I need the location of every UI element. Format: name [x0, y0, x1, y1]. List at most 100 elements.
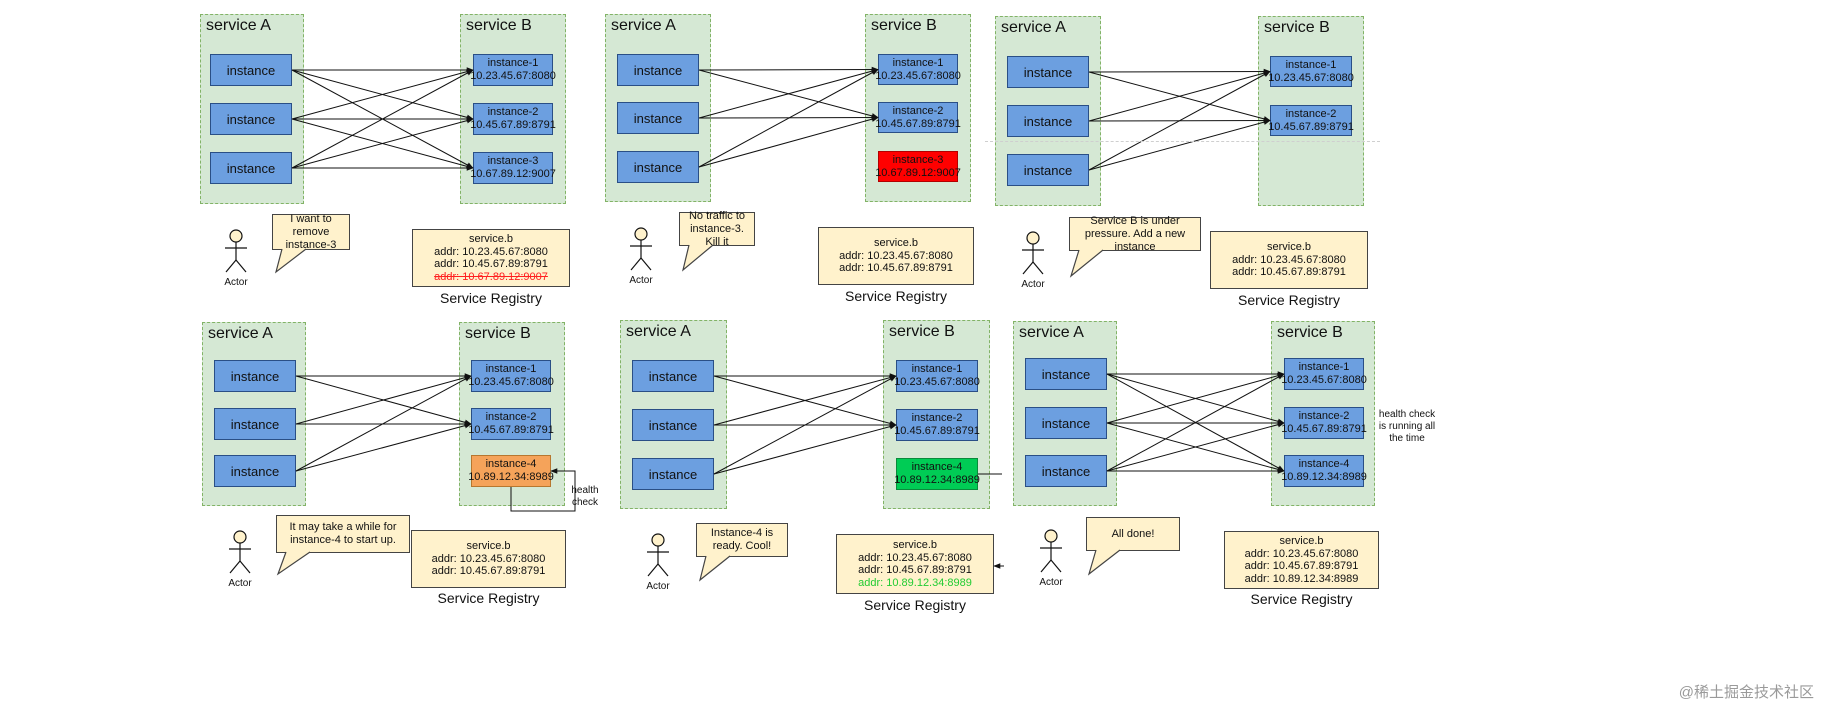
service-a-instance[interactable]: instance: [210, 54, 292, 86]
request-arrow: [1106, 373, 1285, 472]
instance-name: instance-2: [1298, 410, 1350, 422]
service-a-title: service A: [1019, 324, 1084, 341]
request-arrow: [1106, 372, 1285, 424]
request-arrow: [713, 375, 897, 475]
request-arrow: [1106, 421, 1285, 472]
registry-service-name: service.b: [1279, 535, 1324, 547]
actor-icon: [225, 229, 247, 273]
registry-entry: addr: 10.67.89.12:9007: [434, 270, 548, 283]
registry-service-name: service.b: [873, 237, 919, 250]
instance-name: instance-2: [487, 106, 539, 118]
service-registry-title: Service Registry: [440, 290, 542, 306]
instance-name: instance-3: [892, 153, 944, 166]
service-a-instance[interactable]: instance: [214, 360, 296, 392]
actor-label: Actor: [224, 277, 248, 288]
request-arrow: [1088, 70, 1271, 122]
service-a-instance[interactable]: instance: [1025, 407, 1107, 439]
speech-tail: [274, 248, 307, 274]
instance-address: 10.45.67.89:8791: [470, 119, 556, 131]
service-a-instance[interactable]: instance: [632, 458, 714, 490]
service-a-instance[interactable]: instance: [214, 408, 296, 440]
service-registry-title: Service Registry: [1250, 591, 1353, 607]
request-arrow: [295, 422, 472, 472]
registry-entry: addr: 10.89.12.34:8989: [1244, 572, 1359, 585]
request-arrow: [713, 374, 897, 426]
instance-address: 10.23.45.67:8080: [1268, 71, 1354, 84]
instance-address: 10.23.45.67:8080: [468, 376, 554, 388]
request-arrow: [698, 114, 879, 121]
health-check-note: health check is running all the time: [1378, 409, 1436, 444]
instance-address: 10.67.89.12:9007: [470, 168, 556, 180]
registry-entry: addr: 10.45.67.89:8791: [839, 262, 953, 275]
registry-entry: addr: 10.23.45.67:8080: [431, 552, 546, 565]
service-a-instance[interactable]: instance: [1007, 56, 1089, 88]
instance-name: instance-1: [1285, 58, 1337, 71]
actor-leg-right: [640, 257, 652, 271]
speech-tail: [698, 555, 731, 582]
service-a-instance[interactable]: instance: [632, 360, 714, 392]
registry-entry: addr: 10.45.67.89:8791: [431, 565, 546, 578]
request-arrow: [291, 68, 474, 120]
service-a-instance[interactable]: instance: [210, 152, 292, 184]
instance-name: instance-4: [485, 458, 537, 470]
request-arrow: [291, 117, 474, 169]
service-a-instance[interactable]: instance: [214, 455, 296, 487]
request-arrow: [698, 69, 879, 168]
actor-leg-left: [647, 563, 659, 577]
service-a-instance[interactable]: instance: [1007, 154, 1089, 186]
service-a-instance[interactable]: instance: [1007, 105, 1089, 137]
registry-service-name: service.b: [1266, 241, 1312, 254]
request-arrow: [713, 375, 897, 427]
service-a-instance[interactable]: instance: [1025, 358, 1107, 390]
service-b-title: service B: [466, 17, 532, 34]
registry-service-name: service.b: [466, 540, 511, 553]
instance-name: instance-3: [487, 155, 539, 167]
service-a-instance[interactable]: instance: [617, 54, 699, 86]
actor-leg-left: [630, 257, 642, 271]
instance-name: instance-1: [487, 57, 539, 69]
service-a-instance[interactable]: instance: [617, 151, 699, 183]
actor-head: [233, 530, 247, 544]
instance-name: instance-1: [911, 363, 963, 375]
service-a-instance[interactable]: instance: [1025, 455, 1107, 487]
registry-entry: addr: 10.89.12.34:8989: [858, 576, 972, 589]
service-a-instance[interactable]: instance: [632, 409, 714, 441]
service-registry-title: Service Registry: [1238, 292, 1340, 308]
service-a-instance[interactable]: instance: [617, 102, 699, 134]
watermark: @稀土掘金技术社区: [1678, 684, 1814, 701]
instance-name: instance-4: [911, 461, 963, 473]
actor-head: [634, 227, 648, 241]
service-registry-title: Service Registry: [437, 590, 540, 606]
speech-tail: [681, 244, 714, 272]
request-arrow: [1106, 422, 1285, 473]
request-arrow: [291, 69, 474, 169]
service-a-title: service A: [626, 323, 691, 340]
request-arrow: [291, 69, 474, 169]
service-b-title: service B: [871, 17, 937, 34]
service-a-instance[interactable]: instance: [210, 103, 292, 135]
request-arrow: [698, 68, 879, 119]
actor-label: Actor: [228, 578, 252, 589]
instance-address: 10.23.45.67:8080: [470, 70, 556, 82]
request-arrow: [291, 118, 474, 170]
speech-note: Service B is under pressure. Add a new i…: [1069, 215, 1201, 253]
request-arrow: [295, 375, 472, 472]
